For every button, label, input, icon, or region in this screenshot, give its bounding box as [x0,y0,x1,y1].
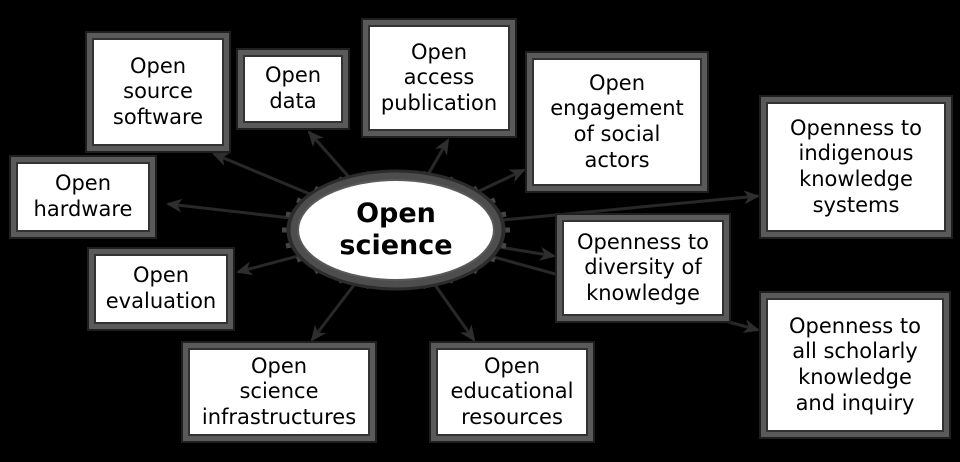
node-openness-to-all-scholarly-knowledge-and-inquiry: Openness to all scholarly knowledge and … [766,298,944,432]
node-open-data: Open data [243,55,343,123]
node-open-science-infrastructures: Open science infrastructures [188,348,370,436]
node-openness-to-indigenous-knowledge-systems: Openness to indigenous knowledge systems [766,102,946,232]
node-open-evaluation: Open evaluation [94,254,228,324]
node-open-source-software: Open source software [92,38,224,146]
node-open-access-publication: Open access publication [368,25,510,131]
node-open-hardware: Open hardware [16,162,150,232]
center-node-label: Open science [339,197,453,261]
node-openness-to-diversity-of-knowledge: Openness to diversity of knowledge [562,220,724,316]
node-open-educational-resources: Open educational resources [436,348,588,436]
node-open-engagement-of-social-actors: Open engagement of social actors [532,58,702,186]
center-ellipse-ring [290,172,502,288]
center-ellipse [297,179,495,281]
